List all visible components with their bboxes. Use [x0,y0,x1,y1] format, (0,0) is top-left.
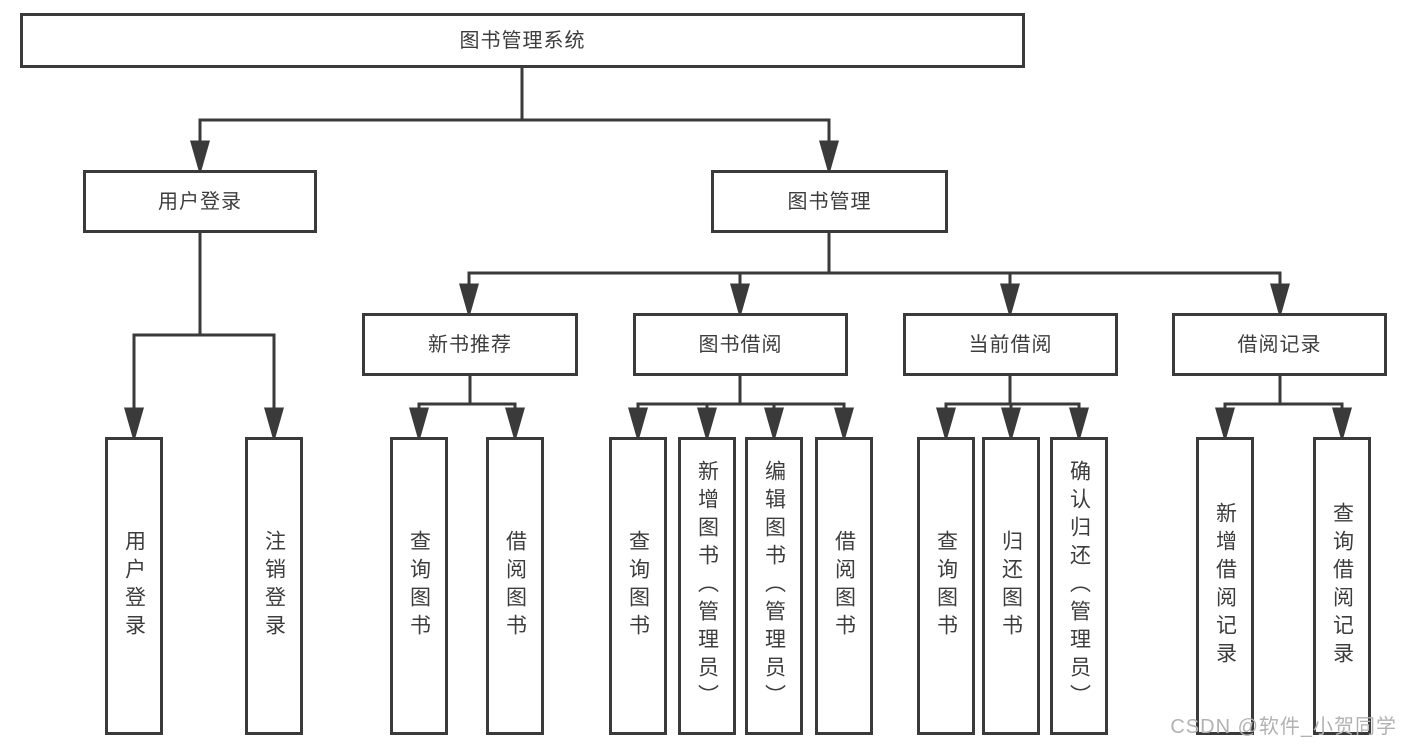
arrowhead-icon [819,140,839,176]
arrowhead-icon [936,407,956,443]
leaf-query-books-borrow: 查询图书 [609,437,667,735]
leaf-logout: 注销登录 [245,437,303,735]
arrowhead-icon [1069,407,1089,443]
node-book-management: 图书管理 [711,170,948,233]
leaf-add-book-admin: 新增图书（管理员） [678,437,736,735]
arrowhead-icon [264,407,284,443]
arrowhead-icon [764,407,784,443]
node-current-borrow: 当前借阅 [903,313,1118,376]
leaf-query-borrow-record: 查询借阅记录 [1313,437,1371,735]
csdn-watermark: CSDN @软件_小贺同学 [1170,716,1397,738]
leaf-add-borrow-record: 新增借阅记录 [1196,437,1254,735]
node-borrow-records: 借阅记录 [1172,313,1387,376]
arrowhead-icon [1001,407,1021,443]
arrowhead-icon [190,140,210,176]
arrowhead-icon [628,407,648,443]
leaf-query-books-recommend: 查询图书 [390,437,448,735]
leaf-borrow-books: 借阅图书 [815,437,873,735]
arrowhead-icon [409,407,429,443]
leaf-return-books: 归还图书 [982,437,1040,735]
node-book-borrow: 图书借阅 [633,313,848,376]
arrowhead-icon [124,407,144,443]
leaf-edit-book-admin: 编辑图书（管理员） [745,437,803,735]
arrowhead-icon [1000,283,1020,319]
node-new-book-recommend: 新书推荐 [362,313,578,376]
leaf-query-books-current: 查询图书 [917,437,975,735]
leaf-confirm-return-admin: 确认归还（管理员） [1050,437,1108,735]
node-user-login: 用户登录 [83,170,317,233]
leaf-borrow-books-recommend: 借阅图书 [486,437,544,735]
arrowhead-icon [730,283,750,319]
arrowhead-icon [1270,283,1290,319]
arrowhead-icon [1215,407,1235,443]
arrowhead-icon [505,407,525,443]
arrowhead-icon [1332,407,1352,443]
leaf-user-login: 用户登录 [105,437,163,735]
arrowhead-icon [459,283,479,319]
node-library-management-system: 图书管理系统 [20,13,1025,68]
arrowhead-icon [697,407,717,443]
arrowhead-icon [834,407,854,443]
